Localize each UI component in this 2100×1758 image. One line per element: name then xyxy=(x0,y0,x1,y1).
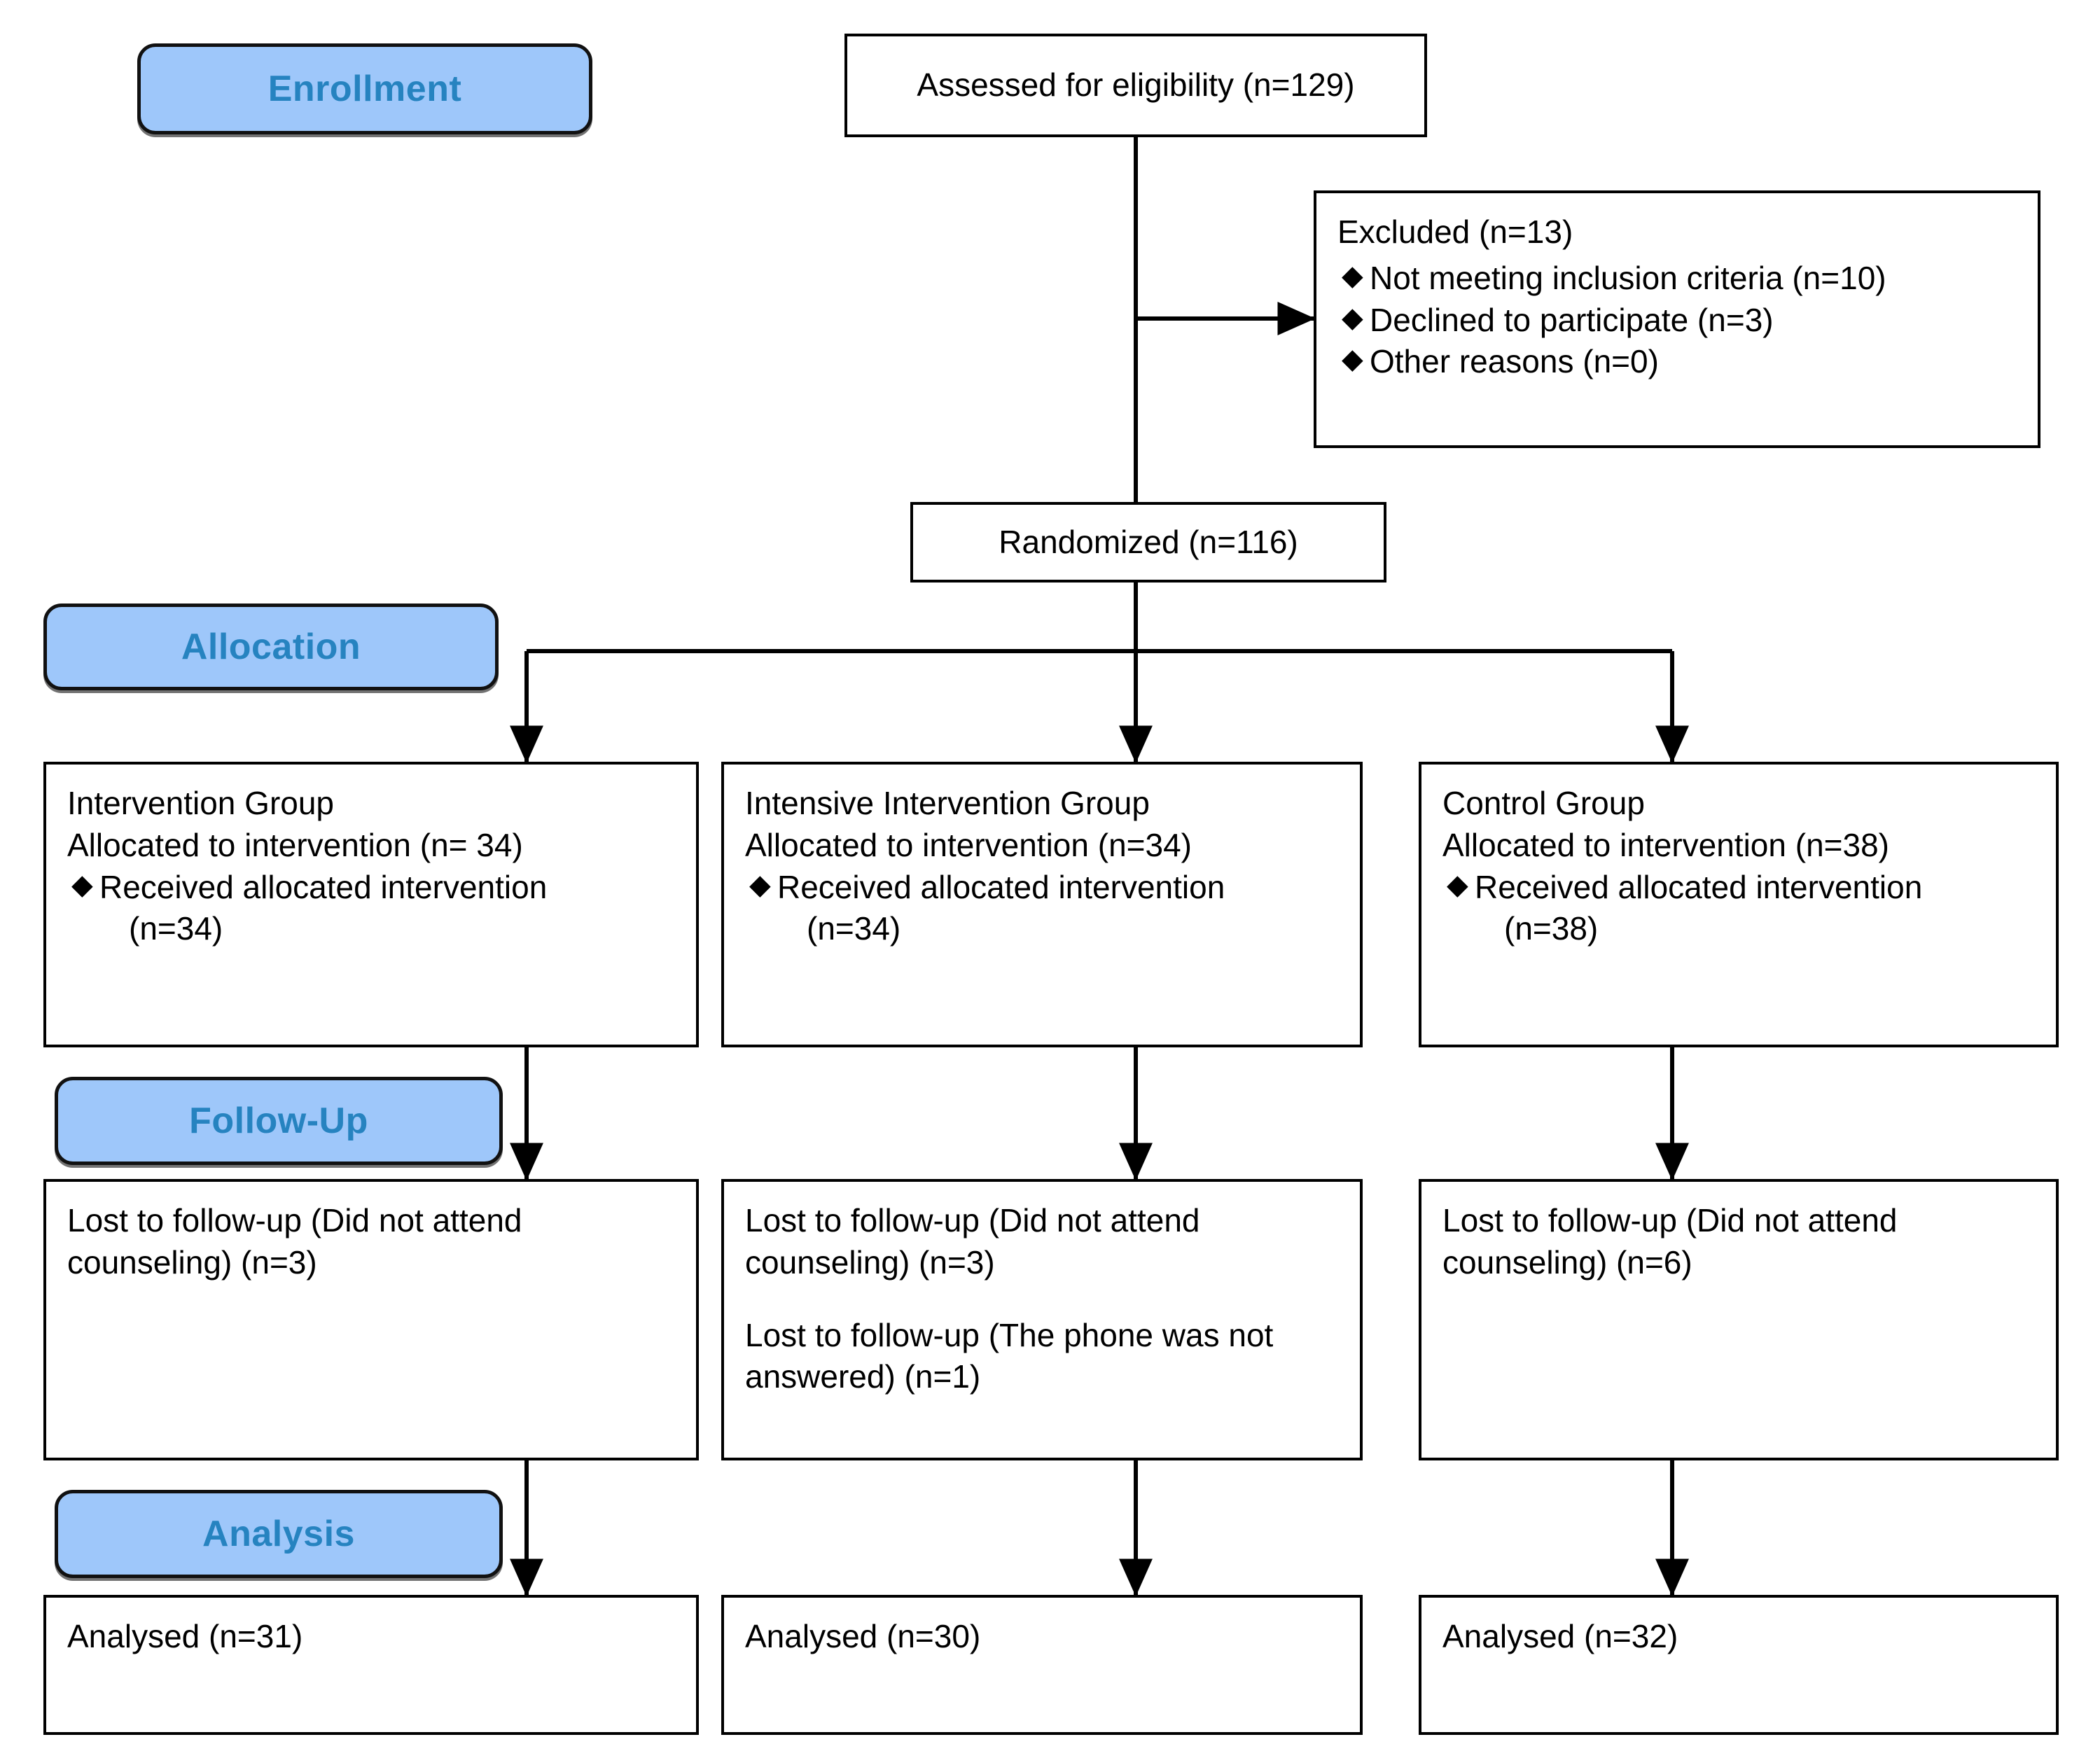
box-assessed-for-eligibility: Assessed for eligibility (n=129) xyxy=(844,34,1427,137)
allocation-received-list: ◆ Received allocated intervention (n=34) xyxy=(745,867,1339,951)
box-excluded: Excluded (n=13) ◆ Not meeting inclusion … xyxy=(1314,190,2040,448)
box-analysis-arm-1: Analysed (n=31) xyxy=(43,1595,699,1735)
excluded-reason-text: Declined to participate (n=3) xyxy=(1370,301,1774,338)
box-analysis-arm-2: Analysed (n=30) xyxy=(721,1595,1363,1735)
excluded-reason-item: ◆ Other reasons (n=0) xyxy=(1337,341,2017,383)
box-analysis-arm-3: Analysed (n=32) xyxy=(1419,1595,2059,1735)
randomized-text: Randomized (n=116) xyxy=(999,523,1298,560)
stage-label-followup: Follow-Up xyxy=(55,1077,503,1165)
box-allocation-arm-3: Control Group Allocated to intervention … xyxy=(1419,762,2059,1047)
diamond-bullet-icon: ◆ xyxy=(1342,344,1363,375)
allocation-group-name: Control Group xyxy=(1442,785,1645,821)
box-followup-arm-3: Lost to follow-up (Did not attend counse… xyxy=(1419,1179,2059,1460)
assessed-for-eligibility-text: Assessed for eligibility (n=129) xyxy=(917,67,1355,104)
allocation-allocated-text: Allocated to intervention (n= 34) xyxy=(67,826,523,863)
box-randomized: Randomized (n=116) xyxy=(910,502,1386,582)
excluded-reason-item: ◆ Declined to participate (n=3) xyxy=(1337,300,2017,342)
excluded-title: Excluded (n=13) xyxy=(1337,214,1573,250)
stage-label-allocation: Allocation xyxy=(43,604,499,690)
diamond-bullet-icon: ◆ xyxy=(1342,260,1363,291)
box-allocation-arm-1: Intervention Group Allocated to interven… xyxy=(43,762,699,1047)
allocation-received-item: ◆ Received allocated intervention (n=38) xyxy=(1442,867,2035,951)
allocation-group-name: Intervention Group xyxy=(67,785,335,821)
allocation-received-text: Received allocated intervention xyxy=(1475,868,1923,905)
diamond-bullet-icon: ◆ xyxy=(71,869,93,900)
allocation-received-count: (n=34) xyxy=(807,910,901,947)
diamond-bullet-icon: ◆ xyxy=(749,869,771,900)
analysed-text: Analysed (n=30) xyxy=(745,1618,981,1654)
stage-label-followup-text: Follow-Up xyxy=(189,1101,368,1141)
stage-label-allocation-text: Allocation xyxy=(181,627,361,667)
excluded-reason-text: Other reasons (n=0) xyxy=(1370,343,1659,380)
allocation-received-count: (n=38) xyxy=(1504,910,1599,947)
allocation-received-list: ◆ Received allocated intervention (n=38) xyxy=(1442,867,2035,951)
followup-loss-text: Lost to follow-up (The phone was not ans… xyxy=(745,1316,1274,1395)
followup-loss-text: Lost to follow-up (Did not attend counse… xyxy=(745,1202,1200,1281)
allocation-received-text: Received allocated intervention xyxy=(99,868,548,905)
followup-loss-text: Lost to follow-up (Did not attend counse… xyxy=(67,1202,522,1281)
box-followup-arm-2: Lost to follow-up (Did not attend counse… xyxy=(721,1179,1363,1460)
allocation-received-item: ◆ Received allocated intervention (n=34) xyxy=(67,867,675,951)
diamond-bullet-icon: ◆ xyxy=(1342,302,1363,333)
excluded-reason-item: ◆ Not meeting inclusion criteria (n=10) xyxy=(1337,258,2017,300)
allocation-group-name: Intensive Intervention Group xyxy=(745,785,1150,821)
box-followup-arm-1: Lost to follow-up (Did not attend counse… xyxy=(43,1179,699,1460)
stage-label-enrollment: Enrollment xyxy=(137,43,592,134)
allocation-received-count: (n=34) xyxy=(129,910,223,947)
allocation-received-list: ◆ Received allocated intervention (n=34) xyxy=(67,867,675,951)
stage-label-analysis-text: Analysis xyxy=(202,1514,355,1554)
diamond-bullet-icon: ◆ xyxy=(1447,869,1468,900)
allocation-allocated-text: Allocated to intervention (n=34) xyxy=(745,826,1192,863)
box-allocation-arm-2: Intensive Intervention Group Allocated t… xyxy=(721,762,1363,1047)
followup-loss-text: Lost to follow-up (Did not attend counse… xyxy=(1442,1202,1898,1281)
analysed-text: Analysed (n=31) xyxy=(67,1618,303,1654)
excluded-reason-text: Not meeting inclusion criteria (n=10) xyxy=(1370,259,1886,296)
excluded-reasons-list: ◆ Not meeting inclusion criteria (n=10) … xyxy=(1337,258,2017,383)
allocation-received-item: ◆ Received allocated intervention (n=34) xyxy=(745,867,1339,951)
analysed-text: Analysed (n=32) xyxy=(1442,1618,1678,1654)
stage-label-analysis: Analysis xyxy=(55,1490,503,1578)
allocation-allocated-text: Allocated to intervention (n=38) xyxy=(1442,826,1890,863)
allocation-received-text: Received allocated intervention xyxy=(777,868,1225,905)
stage-label-enrollment-text: Enrollment xyxy=(267,69,462,109)
